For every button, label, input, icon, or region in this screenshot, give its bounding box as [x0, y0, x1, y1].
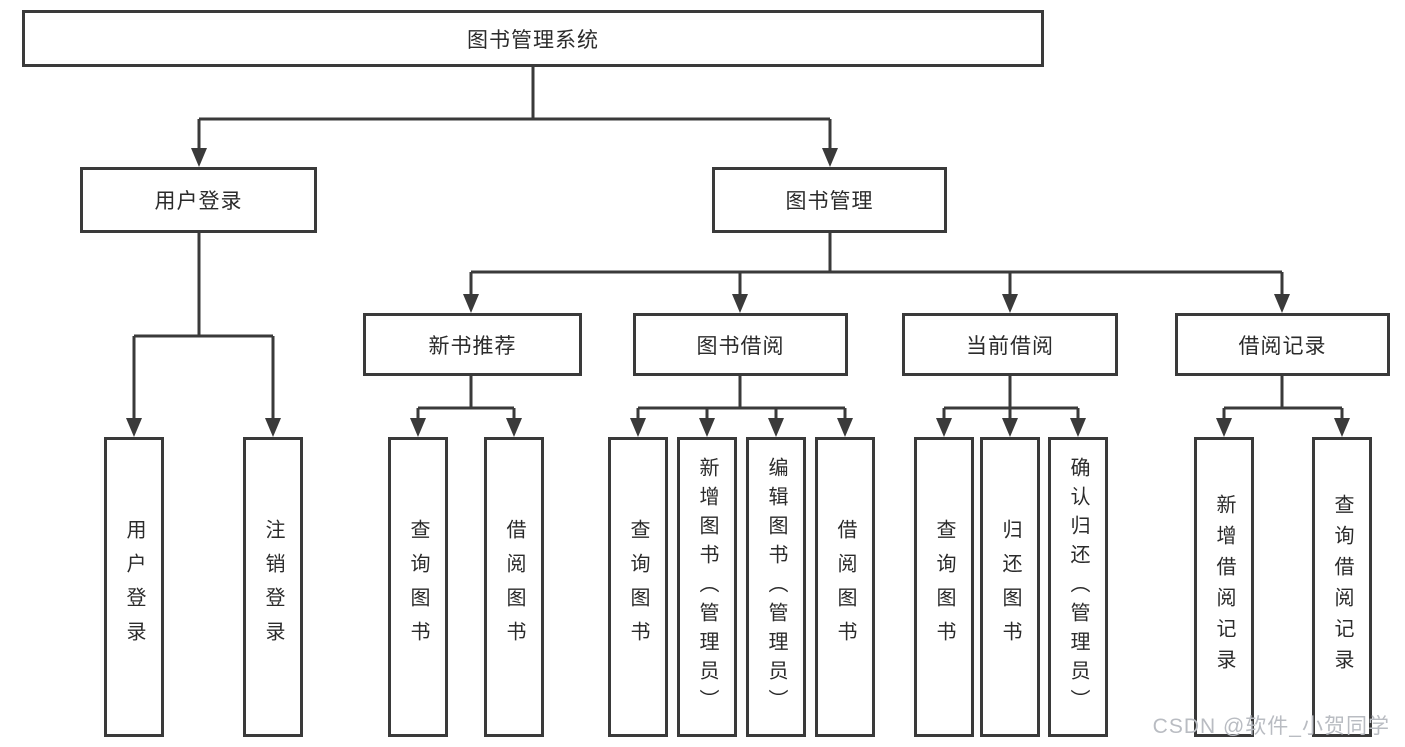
leaf-return-books: 归还图书 [980, 437, 1040, 737]
leaf-label: 归还图书 [999, 519, 1021, 655]
node-book-borrowing: 图书借阅 [633, 313, 848, 376]
node-user-login: 用户登录 [80, 167, 317, 233]
leaf-label: 借阅图书 [503, 519, 525, 655]
node-root: 图书管理系统 [22, 10, 1044, 67]
node-current-borrowing: 当前借阅 [902, 313, 1118, 376]
leaf-label: 查询图书 [933, 519, 955, 655]
watermark-text: CSDN @软件_小贺同学 [1152, 715, 1390, 738]
leaf-label: 确认归还（管理员） [1067, 456, 1089, 718]
leaf-label: 新增借阅记录 [1213, 494, 1235, 680]
leaf-label: 注销登录 [262, 519, 284, 655]
leaf-label: 新增图书（管理员） [696, 456, 718, 718]
leaf-label: 编辑图书（管理员） [765, 456, 787, 718]
leaf-add-borrow-record: 新增借阅记录 [1194, 437, 1254, 737]
leaf-confirm-return-admin: 确认归还（管理员） [1048, 437, 1108, 737]
leaf-label: 查询图书 [407, 519, 429, 655]
leaf-label: 用户登录 [123, 519, 145, 655]
leaf-query-books-recommend: 查询图书 [388, 437, 448, 737]
leaf-logout: 注销登录 [243, 437, 303, 737]
leaf-query-books-borrowing: 查询图书 [608, 437, 668, 737]
node-book-management: 图书管理 [712, 167, 947, 233]
leaf-label: 借阅图书 [834, 519, 856, 655]
node-new-book-recommend: 新书推荐 [363, 313, 582, 376]
leaf-query-borrow-record: 查询借阅记录 [1312, 437, 1372, 737]
leaf-borrow-books-borrowing: 借阅图书 [815, 437, 875, 737]
leaf-label: 查询借阅记录 [1331, 494, 1353, 680]
leaf-edit-book-admin: 编辑图书（管理员） [746, 437, 806, 737]
leaf-borrow-books-recommend: 借阅图书 [484, 437, 544, 737]
leaf-add-book-admin: 新增图书（管理员） [677, 437, 737, 737]
node-borrow-records: 借阅记录 [1175, 313, 1390, 376]
leaf-query-books-current: 查询图书 [914, 437, 974, 737]
leaf-user-login: 用户登录 [104, 437, 164, 737]
leaf-label: 查询图书 [627, 519, 649, 655]
